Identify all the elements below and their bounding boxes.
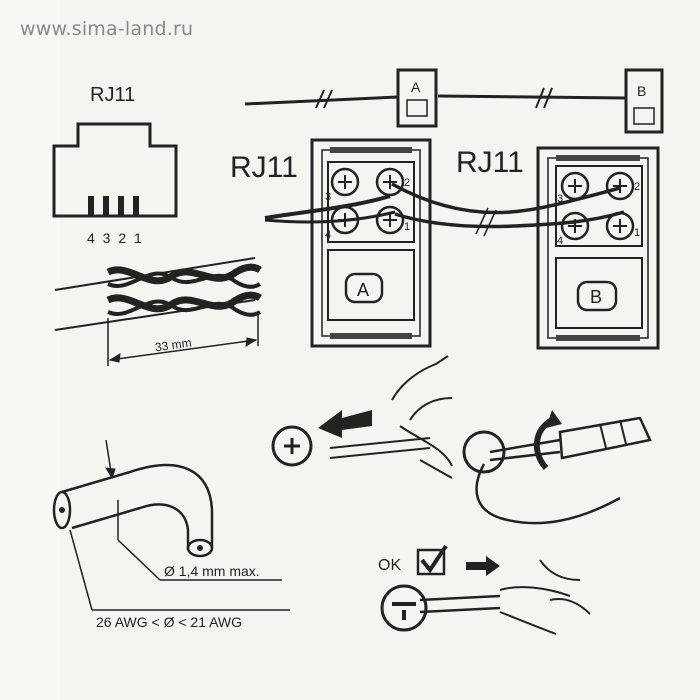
jack-b-label: B bbox=[590, 287, 602, 307]
terminal-screw-icon bbox=[380, 584, 428, 632]
rj11-plug-figure: RJ11 4 3 2 1 bbox=[52, 84, 178, 246]
pin-contact bbox=[133, 196, 139, 216]
check-box bbox=[416, 548, 446, 576]
ok-step: OK bbox=[378, 544, 591, 635]
jack-a-terminal-4: 4 bbox=[325, 229, 331, 241]
pin-contact bbox=[103, 196, 109, 216]
jack-b-terminal-3: 3 bbox=[557, 193, 563, 205]
wire-gauge-figure: Ø 1,4 mm max. 26 AWG < Ø < 21 AWG bbox=[52, 439, 290, 630]
pin-contact bbox=[88, 196, 94, 216]
tag-b-box bbox=[624, 68, 664, 134]
check-icon bbox=[420, 544, 448, 574]
hand-icon bbox=[499, 586, 571, 635]
jack-a-label: A bbox=[357, 280, 369, 300]
diameter-spec: Ø 1,4 mm max. bbox=[164, 563, 260, 579]
arrow-left-icon bbox=[318, 410, 372, 438]
jack-a-socket bbox=[344, 272, 384, 304]
watermark-text: www.sima-land.ru bbox=[20, 18, 194, 40]
strip-length-label: 33 mm bbox=[154, 335, 192, 354]
pin-numbers: 4 3 2 1 bbox=[87, 230, 144, 246]
screwdriver-step bbox=[462, 410, 652, 525]
cable-route-top: A B bbox=[244, 68, 664, 134]
gauge-spec: 26 AWG < Ø < 21 AWG bbox=[96, 614, 242, 630]
rotate-arrow-icon bbox=[534, 417, 554, 470]
twisted-cable-figure: 33 mm bbox=[54, 257, 262, 366]
jack-b-terminal-2: 2 bbox=[634, 181, 640, 193]
terminal-screw-icon bbox=[462, 430, 506, 474]
pin-contact bbox=[118, 196, 124, 216]
jack-a-rj11-label: RJ11 bbox=[230, 151, 298, 184]
insertion-step bbox=[271, 355, 453, 479]
wall-jack-a: RJ11 3 2 4 1 A bbox=[230, 138, 432, 348]
jack-b-terminal-1: 1 bbox=[634, 227, 640, 239]
tag-a-box bbox=[396, 68, 438, 128]
rj11-plug-outline bbox=[52, 122, 178, 218]
jack-a-terminal-3: 3 bbox=[325, 191, 331, 203]
tag-a-label: A bbox=[411, 79, 421, 95]
tag-b-label: B bbox=[637, 83, 646, 99]
dimension-line bbox=[109, 339, 257, 361]
jack-b-socket bbox=[576, 280, 618, 312]
jack-link-cable bbox=[264, 182, 625, 237]
terminal-screw-icon bbox=[271, 425, 313, 467]
jack-a-terminal-1: 1 bbox=[404, 221, 410, 233]
paper-fold bbox=[0, 0, 60, 700]
jack-b-terminal-4: 4 bbox=[557, 235, 563, 247]
ok-label: OK bbox=[378, 557, 401, 574]
arrow-right-icon bbox=[466, 556, 500, 576]
connector-title: RJ11 bbox=[90, 84, 135, 106]
jack-b-rj11-label: RJ11 bbox=[456, 146, 524, 179]
screwdriver-icon bbox=[489, 438, 561, 462]
jack-a-terminal-2: 2 bbox=[404, 177, 410, 189]
wall-jack-b: RJ11 3 2 4 1 B bbox=[456, 146, 660, 350]
hand-icon bbox=[391, 355, 453, 421]
